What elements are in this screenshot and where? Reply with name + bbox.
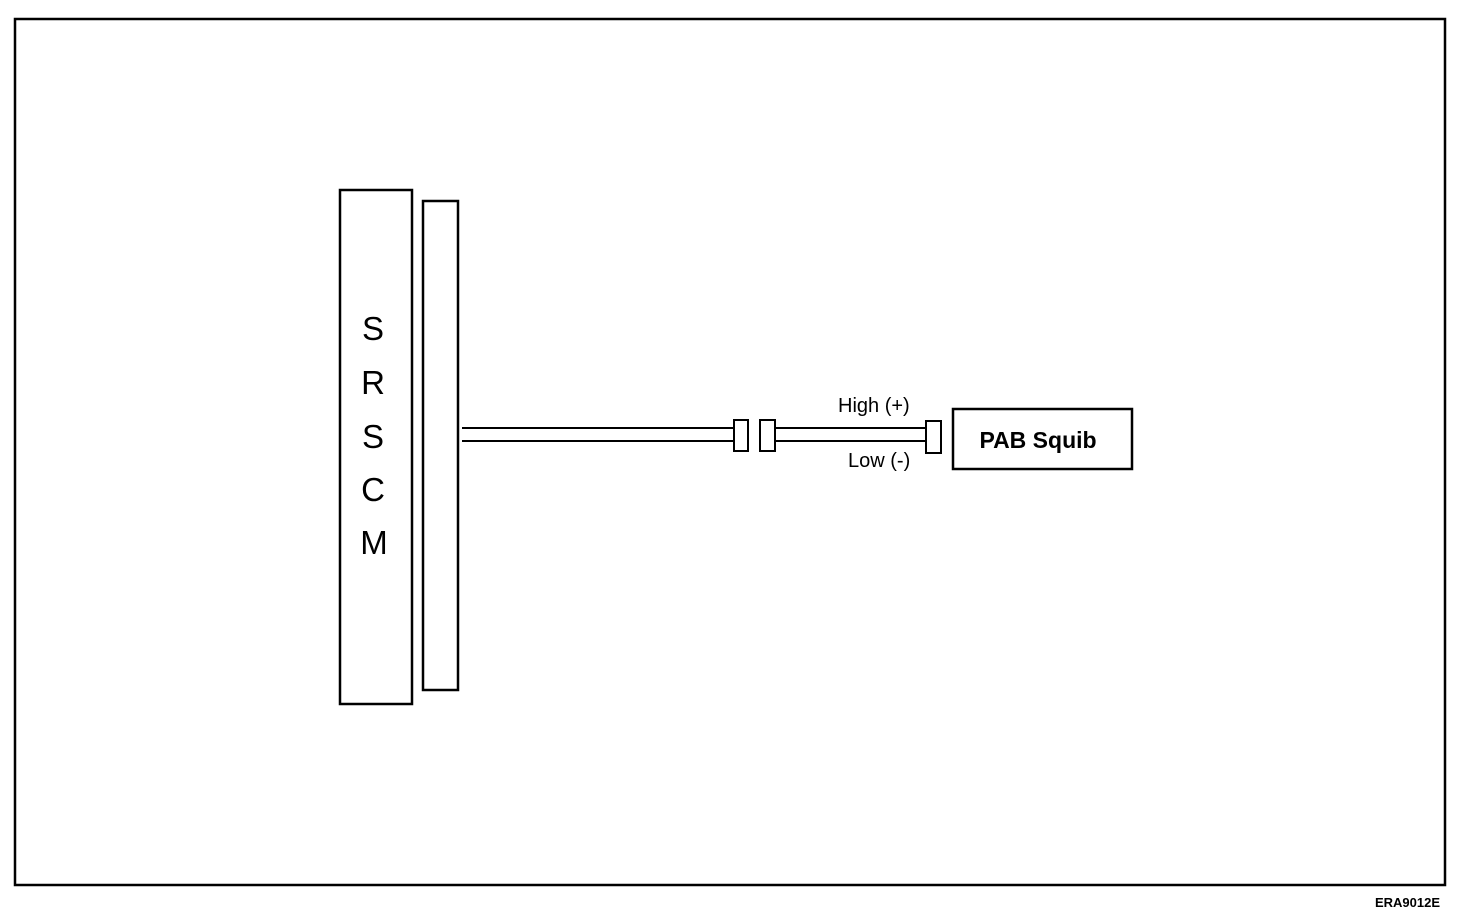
module-letter: S [362,310,384,347]
pab-squib-label: PAB Squib [979,427,1096,453]
diagram-frame [13,17,1447,887]
srscm-module-box [338,188,414,706]
inline-connector-left [733,419,749,452]
figure-code: ERA9012E [1375,895,1440,910]
srscm-connector [421,199,460,692]
wire-high-label: High (+) [838,395,910,417]
wire-low-label: Low (-) [848,450,910,472]
pab-squib-box [951,407,1134,471]
squib-connector [925,420,942,454]
module-letter: C [361,471,385,508]
module-letter: R [361,364,385,401]
module-letter: M [360,524,388,561]
inline-connector-right [759,419,776,452]
module-letter: S [362,418,384,455]
